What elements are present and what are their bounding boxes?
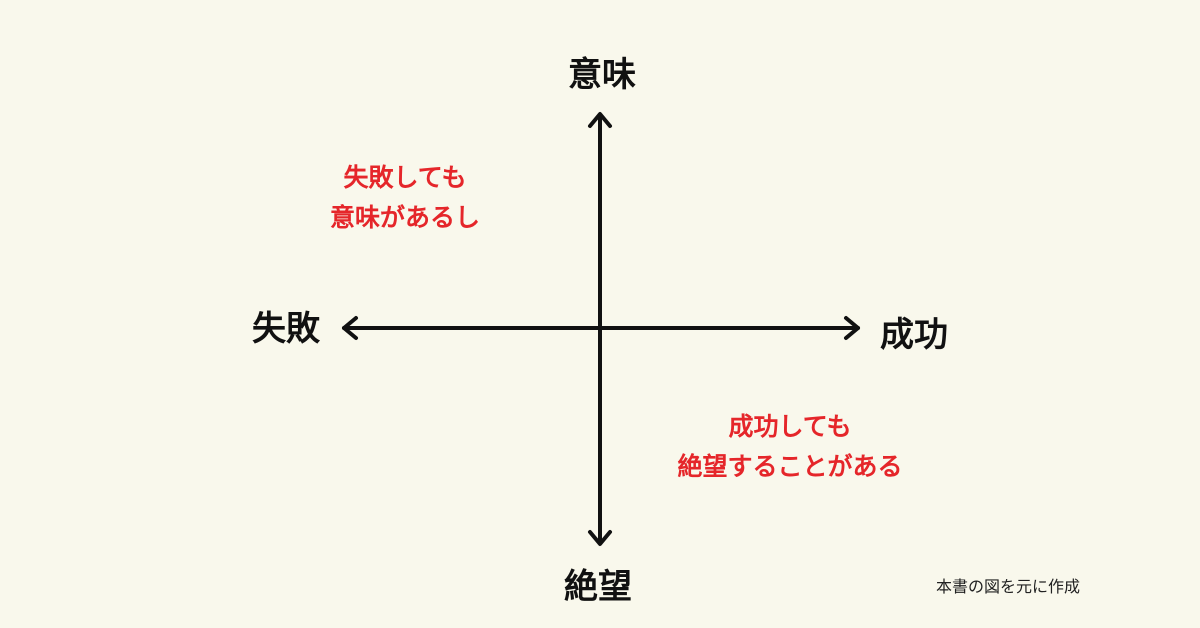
left-arrowhead	[342, 316, 358, 340]
axis-label-meaning: 意味	[568, 55, 636, 95]
up-arrowhead	[588, 112, 612, 128]
quadrant-note-top-left-line-2: 意味があるし	[329, 203, 480, 232]
axis-label-success: 成功	[880, 315, 948, 355]
quadrant-note-top-left-line-1: 失敗しても	[343, 163, 467, 192]
axis-label-failure: 失敗	[252, 309, 320, 349]
quadrant-note-bottom-right-line-1: 成功しても	[728, 412, 852, 441]
down-arrowhead	[588, 530, 612, 546]
source-caption: 本書の図を元に作成	[936, 577, 1081, 596]
quadrant-note-top-left: 失敗しても 意味があるし	[300, 158, 510, 238]
quadrant-note-bottom-right: 成功しても 絶望することがある	[660, 407, 920, 487]
right-arrowhead	[844, 316, 860, 340]
axis-label-despair: 絶望	[564, 567, 632, 607]
quadrant-note-bottom-right-line-2: 絶望することがある	[677, 452, 903, 481]
